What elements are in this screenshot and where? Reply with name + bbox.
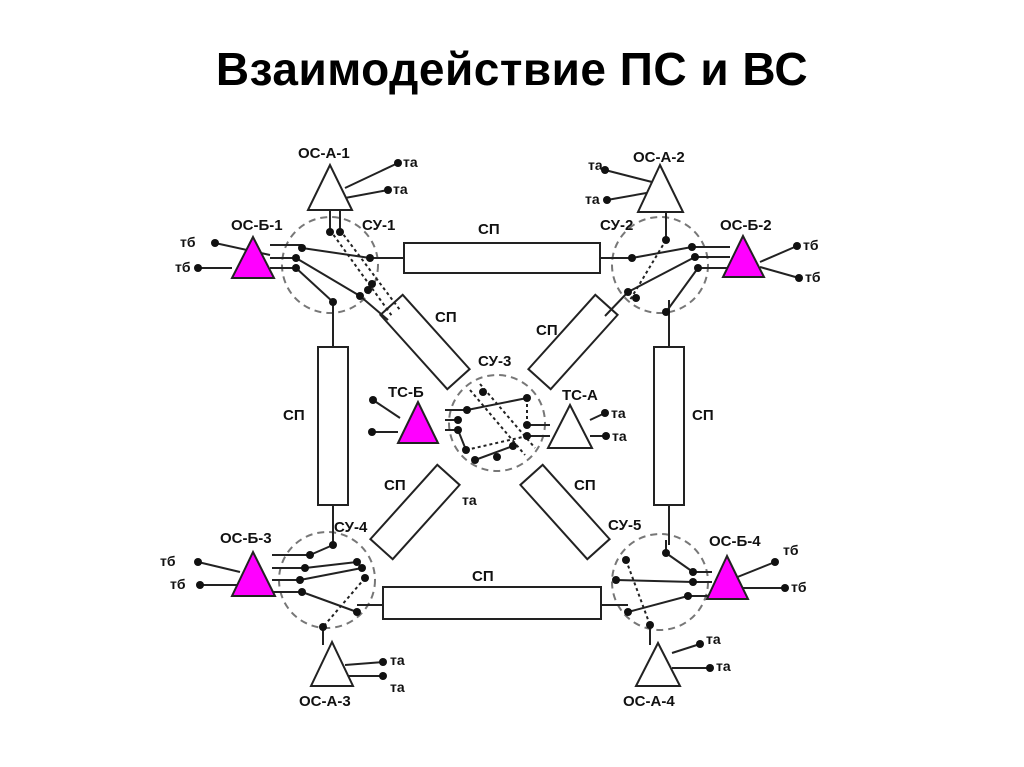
sp-right: [653, 346, 685, 506]
sp-diag-br: [518, 463, 612, 561]
terminal-tb: тб: [170, 576, 186, 592]
os-b-4-triangle-icon[interactable]: [705, 553, 750, 600]
terminal-ta: та: [390, 679, 405, 695]
label-os-b-2: ОС-Б-2: [720, 217, 772, 234]
sp-diag-tl: [378, 293, 472, 391]
label-sp-diag-br: СП: [574, 477, 596, 494]
terminal-tb: тб: [783, 542, 799, 558]
label-os-b-3: ОС-Б-3: [220, 530, 272, 547]
ts-b-triangle-icon[interactable]: [396, 399, 440, 444]
sp-bottom: [382, 586, 602, 620]
label-su-2: СУ-2: [600, 217, 633, 234]
label-os-b-1: ОС-Б-1: [231, 217, 283, 234]
sp-diag-bl: [368, 463, 462, 561]
sp-top: [403, 242, 601, 274]
terminal-ta: та: [403, 154, 418, 170]
terminal-tb: тб: [805, 269, 821, 285]
label-os-a-2: ОС-А-2: [633, 149, 685, 166]
sp-diag-tr: [526, 293, 620, 391]
terminal-ta: та: [390, 652, 405, 668]
terminal-ta: та: [716, 658, 731, 674]
ts-a-triangle-icon: [546, 402, 594, 449]
terminal-tb: тб: [791, 579, 807, 595]
terminal-ta: та: [585, 191, 600, 207]
label-ts-a: ТС-А: [562, 387, 598, 404]
terminal-ta: та: [611, 405, 626, 421]
terminal-tb: тб: [175, 259, 191, 275]
label-ts-b: ТС-Б: [388, 384, 424, 401]
label-os-a-3: ОС-А-3: [299, 693, 351, 710]
label-os-b-4: ОС-Б-4: [709, 533, 761, 550]
terminal-tb: тб: [180, 234, 196, 250]
terminal-ta: та: [393, 181, 408, 197]
os-a-4-triangle-icon: [634, 640, 682, 687]
label-sp-right: СП: [692, 407, 714, 424]
su-3-circle: [448, 374, 546, 472]
terminal-ta: та: [462, 492, 477, 508]
label-su-4: СУ-4: [334, 519, 368, 536]
sp-left: [317, 346, 349, 506]
os-b-1-triangle-icon[interactable]: [230, 234, 276, 279]
os-a-1-triangle-icon: [306, 162, 354, 211]
su-2-circle: [611, 216, 709, 314]
label-su-5: СУ-5: [608, 517, 641, 534]
label-sp-bottom: СП: [472, 568, 494, 585]
terminal-ta: та: [612, 428, 627, 444]
label-sp-top: СП: [478, 221, 500, 238]
terminal-ta: та: [706, 631, 721, 647]
label-sp-left: СП: [283, 407, 305, 424]
os-a-3-triangle-icon: [309, 639, 355, 687]
os-b-2-triangle-icon[interactable]: [721, 233, 766, 278]
os-a-2-triangle-icon: [636, 162, 685, 213]
label-os-a-1: ОС-А-1: [298, 145, 350, 162]
slide-title: Взаимодействие ПС и ВС: [215, 43, 809, 95]
terminal-tb: тб: [160, 553, 176, 569]
su-1-circle: [281, 216, 379, 314]
label-os-a-4: ОС-А-4: [623, 693, 675, 710]
terminal-tb: тб: [803, 237, 819, 253]
label-sp-diag-bl: СП: [384, 477, 406, 494]
label-sp-diag-tl: СП: [435, 309, 457, 326]
terminal-ta: та: [588, 157, 603, 173]
label-su-1: СУ-1: [362, 217, 395, 234]
label-su-3: СУ-3: [478, 353, 511, 370]
label-sp-diag-tr: СП: [536, 322, 558, 339]
os-b-3-triangle-icon[interactable]: [230, 549, 277, 597]
